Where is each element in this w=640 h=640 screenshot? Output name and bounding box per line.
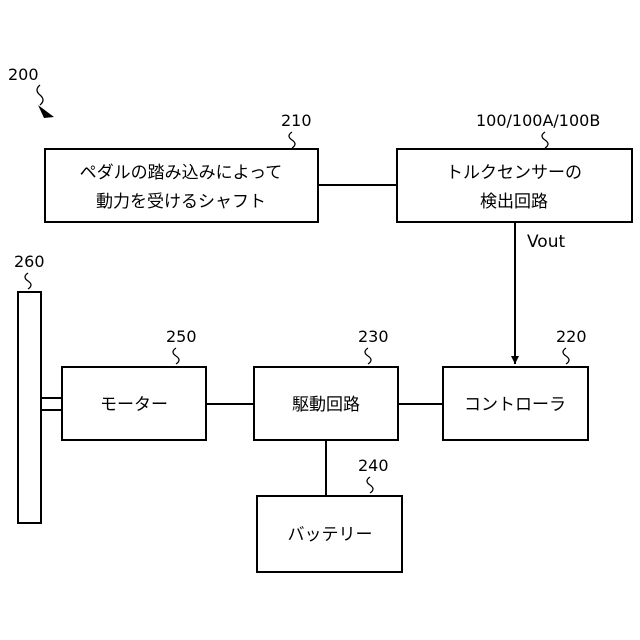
shaft-ref-label: 210 xyxy=(281,111,312,130)
torque-sensor-ref-leader xyxy=(542,132,548,148)
motor-ref-leader xyxy=(173,348,179,364)
shaft-ref-leader xyxy=(289,132,295,148)
wheel-ref-leader xyxy=(25,273,31,289)
torque-sensor-label-line2: 検出回路 xyxy=(480,192,548,212)
torque-sensor-ref-label: 100/100A/100B xyxy=(476,111,600,130)
controller-label: コントローラ xyxy=(464,395,566,415)
figure-ref-label: 200 xyxy=(8,65,39,84)
figure-ref-leader xyxy=(37,85,43,105)
figure-ref-arrow xyxy=(38,105,54,118)
torque-sensor-label-line1: トルクセンサーの xyxy=(446,163,582,183)
controller-ref-leader xyxy=(563,348,569,364)
shaft-label-line2: 動力を受けるシャフト xyxy=(96,192,266,212)
drive-circuit-ref-label: 230 xyxy=(358,327,389,346)
wheel-block xyxy=(18,292,41,523)
battery-ref-label: 240 xyxy=(358,456,389,475)
motor-label: モーター xyxy=(100,395,168,415)
wheel-ref-label: 260 xyxy=(14,252,45,271)
motor-ref-label: 250 xyxy=(166,327,197,346)
shaft-label-line1: ペダルの踏み込みによって xyxy=(80,163,283,183)
battery-label: バッテリー xyxy=(288,525,373,545)
controller-ref-label: 220 xyxy=(556,327,587,346)
vout-label: Vout xyxy=(527,232,565,252)
drive-circuit-ref-leader xyxy=(365,348,371,364)
drive-circuit-label: 駆動回路 xyxy=(292,395,360,415)
battery-ref-leader xyxy=(367,477,373,493)
